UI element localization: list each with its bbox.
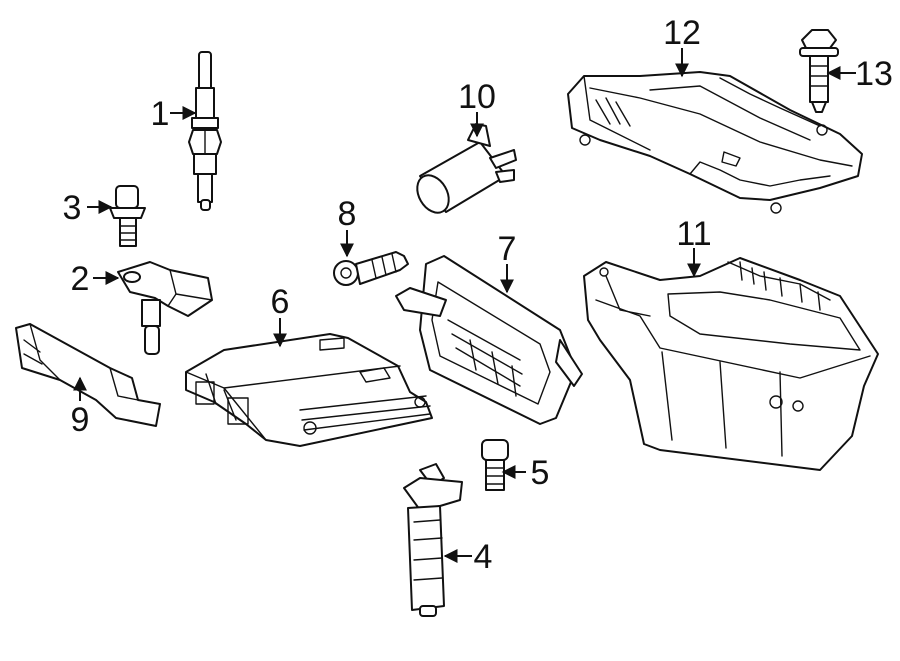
- part-8-bolt[interactable]: [333, 251, 409, 286]
- callout-1: 1: [151, 95, 170, 133]
- part-4-sensor[interactable]: [403, 463, 463, 617]
- part-11-lower-housing[interactable]: [583, 257, 879, 471]
- callout-12: 12: [663, 14, 701, 52]
- callout-5: 5: [531, 454, 550, 492]
- part-5-bolt[interactable]: [481, 439, 509, 491]
- part-3-bolt[interactable]: [109, 185, 146, 247]
- callout-7: 7: [498, 230, 517, 268]
- part-1-glow-plug[interactable]: [188, 51, 222, 211]
- callout-numbers: 1 2 3 4 5 6 7 8 9 10 11 12 13: [63, 14, 893, 576]
- part-2-sensor[interactable]: [117, 261, 213, 355]
- callout-6: 6: [271, 283, 290, 321]
- callout-8: 8: [338, 195, 357, 233]
- part-10-relay[interactable]: [411, 123, 517, 218]
- callout-10: 10: [458, 78, 496, 116]
- callout-11: 11: [676, 215, 711, 253]
- callout-4: 4: [474, 538, 493, 576]
- callout-3: 3: [63, 189, 82, 227]
- callout-2: 2: [71, 260, 90, 298]
- callout-13: 13: [855, 55, 893, 93]
- part-7-tray[interactable]: [395, 255, 583, 425]
- part-12-upper-cover[interactable]: [567, 71, 863, 214]
- leader-lines: [73, 48, 856, 563]
- part-6-control-module[interactable]: [185, 333, 433, 447]
- part-13-bolt[interactable]: [799, 29, 839, 113]
- part-9-bracket[interactable]: [15, 323, 161, 427]
- callout-9: 9: [71, 401, 90, 439]
